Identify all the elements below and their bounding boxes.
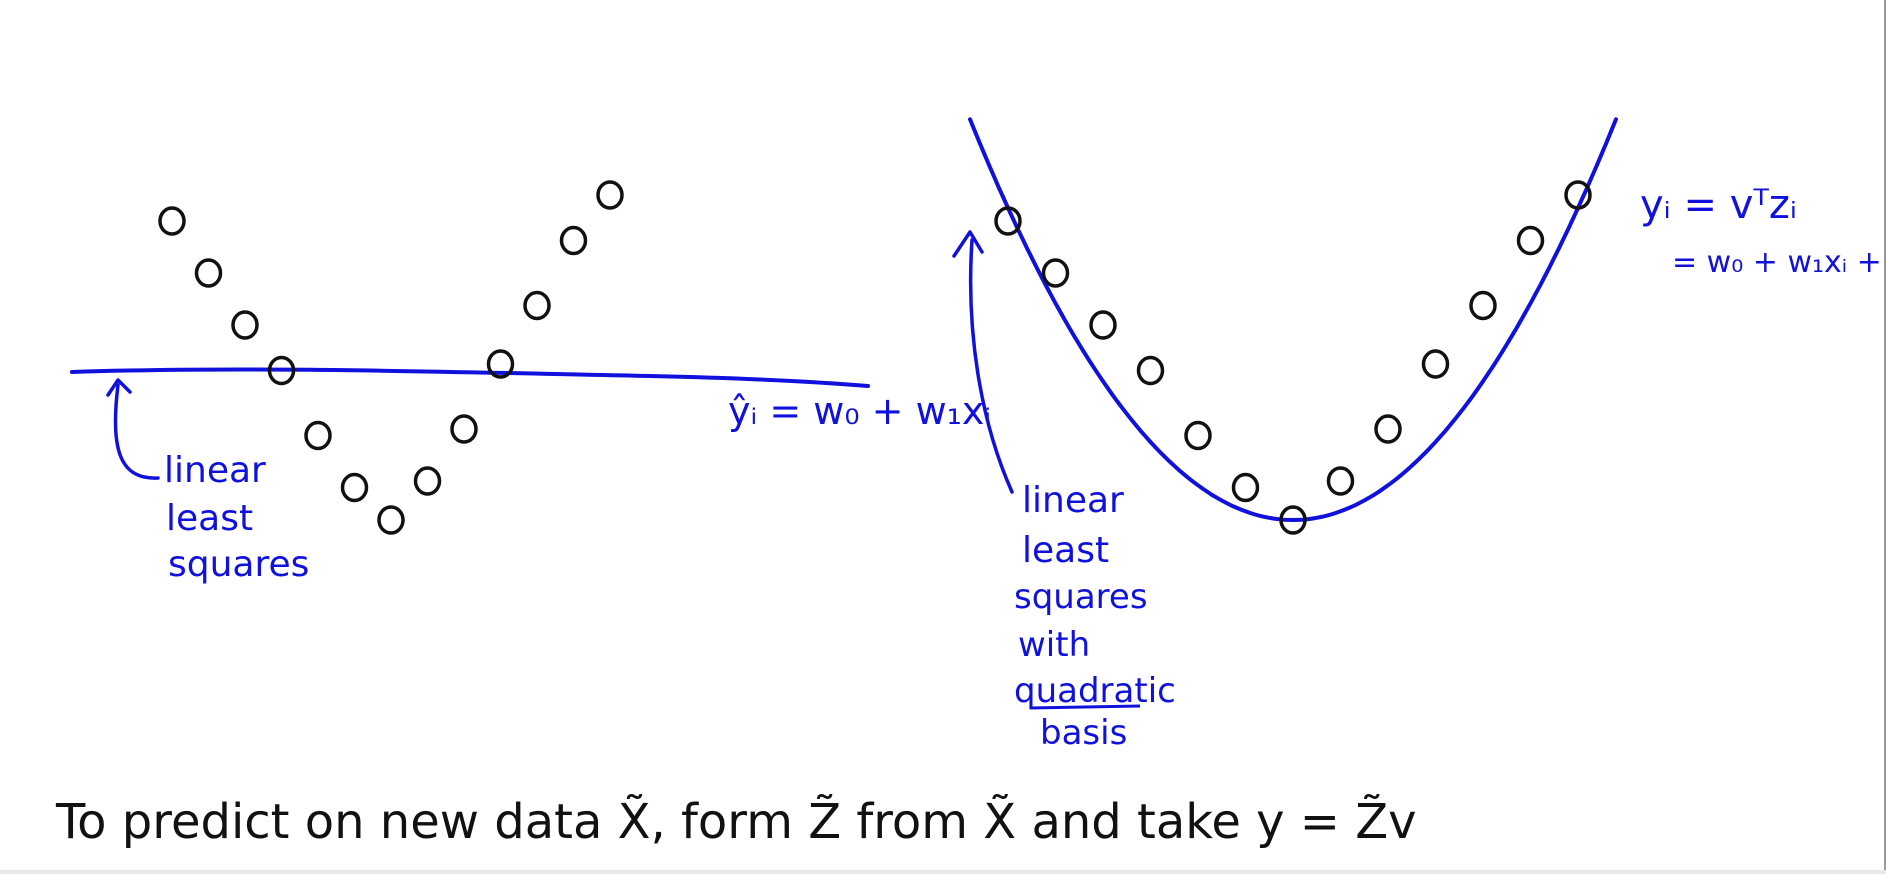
quadratic-label-arrow: [968, 238, 1014, 494]
right-point-11: [1469, 290, 1497, 321]
left-point-6: [340, 472, 369, 503]
left-point-9: [450, 414, 478, 444]
quadratic-underline: [1029, 704, 1141, 710]
right-point-9: [1374, 414, 1402, 444]
right-panel: yᵢ = vᵀzᵢ = w₀ + w₁xᵢ + w₂xᵢ² linear lea…: [952, 117, 1886, 753]
right-point-1: [994, 206, 1022, 236]
right-point-3: [1089, 310, 1117, 340]
right-label-line-6: basis: [1040, 713, 1127, 753]
left-point-10: [486, 349, 515, 379]
right-label-line-1: linear: [1022, 480, 1124, 521]
left-formula: ŷᵢ = w₀ + w₁xᵢ: [728, 389, 991, 433]
left-point-12: [559, 225, 588, 256]
left-point-3: [231, 310, 259, 340]
right-label-line-2: least: [1022, 530, 1109, 571]
linear-fit-line: [70, 367, 870, 388]
bottom-strip: [0, 870, 1886, 874]
right-point-2: [1041, 258, 1070, 288]
left-point-8: [413, 466, 442, 496]
right-data-points: [994, 180, 1592, 535]
right-point-7: [1279, 505, 1307, 535]
right-point-4: [1136, 355, 1165, 386]
right-point-12: [1516, 225, 1545, 256]
right-label-line-4: with: [1018, 625, 1090, 665]
linear-label-arrow: [113, 383, 160, 480]
right-formula-line-2: = w₀ + w₁xᵢ + w₂xᵢ²: [1672, 245, 1886, 280]
left-label-line-2: least: [166, 498, 253, 539]
left-point-4: [267, 355, 296, 386]
left-point-1: [158, 206, 186, 236]
quadratic-label-arrowhead: [952, 230, 984, 258]
quadratic-fit-curve: [968, 117, 1618, 523]
right-point-5: [1184, 420, 1212, 451]
left-point-2: [194, 258, 223, 288]
left-point-5: [304, 420, 332, 451]
left-label-line-1: linear: [164, 450, 266, 491]
left-point-7: [377, 505, 405, 535]
right-edge-border: [1884, 0, 1886, 874]
right-point-6: [1231, 472, 1260, 503]
right-point-10: [1421, 349, 1450, 379]
right-label-line-3: squares: [1014, 577, 1148, 617]
left-point-13: [596, 180, 624, 210]
bottom-sentence: To predict on new data X̃, form Z̃ from …: [55, 793, 1417, 850]
left-data-points: [158, 180, 624, 535]
left-label-line-3: squares: [168, 544, 309, 585]
right-point-8: [1326, 466, 1355, 496]
left-point-11: [523, 290, 551, 321]
right-formula-line-1: yᵢ = vᵀzᵢ: [1640, 182, 1797, 228]
right-point-13: [1564, 180, 1592, 210]
linear-label-arrowhead: [106, 378, 132, 397]
right-label-line-5: quadratic: [1014, 671, 1176, 711]
left-panel: ŷᵢ = w₀ + w₁xᵢ linear least squares: [70, 180, 991, 585]
